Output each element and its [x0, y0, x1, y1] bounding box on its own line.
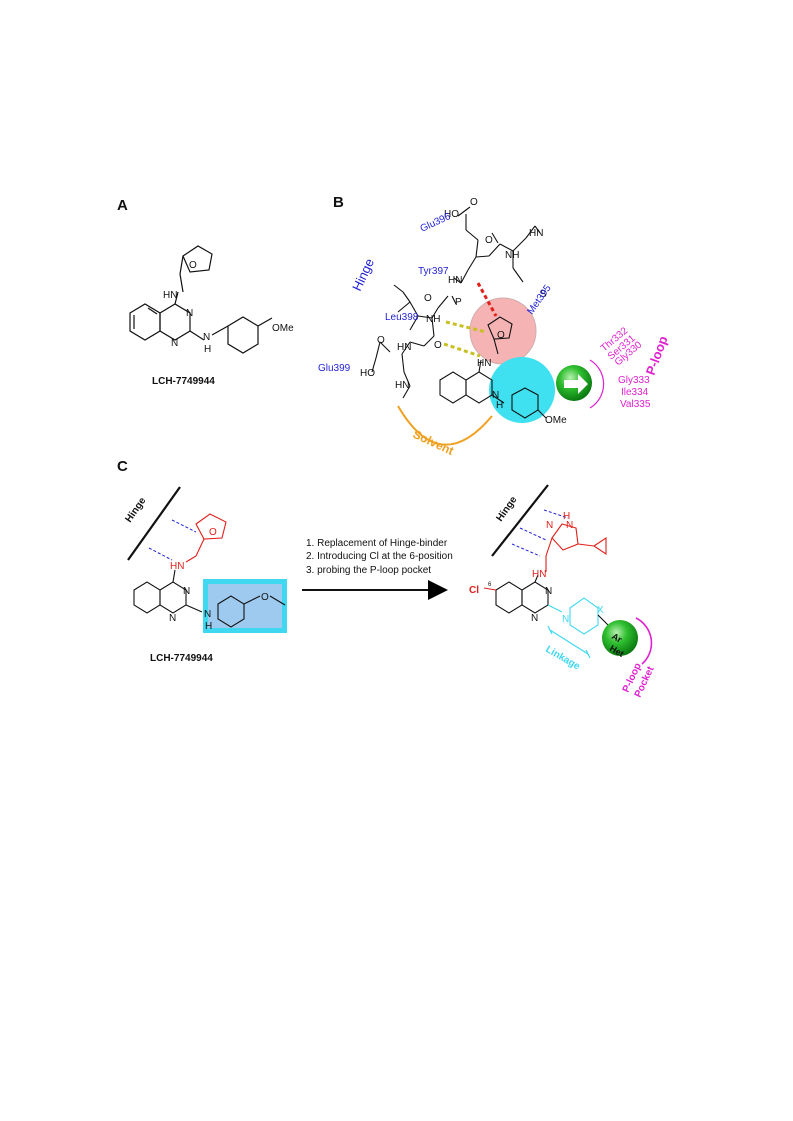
atom-nh-leu: NH: [426, 314, 440, 325]
hbond-right-2: [519, 527, 547, 541]
hbond-left-1: [171, 519, 197, 533]
atom-hn-a: HN: [163, 290, 177, 301]
atom-n3-product: N: [545, 586, 552, 597]
linkage-tick-2: [585, 649, 591, 659]
ploop-pocket-arc: [635, 617, 653, 665]
atom-o-tyr: O: [424, 293, 432, 304]
atom-o-a: O: [189, 260, 197, 271]
panel-b: B Hinge: [318, 194, 671, 458]
atom-n2-pyrazole: N: [566, 520, 573, 531]
ploop-vector-arrow-icon: [564, 374, 588, 394]
linkage-tick-1: [547, 625, 553, 635]
structure-lch-a: [129, 245, 273, 354]
atom-o-leu: O: [434, 340, 442, 351]
step-3: 3. probing the P-loop pocket: [306, 565, 431, 576]
residue-gly333: Gly333: [618, 375, 650, 386]
ar-het-ball: [602, 620, 638, 656]
hbond-left-2: [148, 547, 173, 561]
residue-leu398: Leu398: [385, 312, 419, 323]
panel-c: C Hinge O HN N N N H O LCH-7749944: [117, 458, 657, 699]
atom-s-met: S: [540, 289, 547, 300]
panel-label-c: C: [117, 458, 128, 475]
atom-o-gluco: O: [485, 235, 493, 246]
hinge-backbone: [371, 206, 541, 399]
aniline-box-inner: [208, 584, 282, 628]
hinge-label-right: Hinge: [494, 494, 519, 523]
linkage-label: Linkage: [544, 644, 583, 673]
residue-val335: Val335: [620, 399, 651, 410]
solvent-arc: [397, 405, 493, 446]
hbond-yellow-2: [443, 342, 481, 358]
atom-o-glu396: O: [470, 197, 478, 208]
residue-met395: Met395: [525, 283, 553, 317]
structure-lch-c: [133, 513, 286, 628]
atom-hn-glu399: HN: [397, 342, 411, 353]
hinge-label-b: Hinge: [349, 256, 377, 293]
residue-ile334: Ile334: [621, 387, 649, 398]
hinge-label-left: Hinge: [123, 495, 148, 524]
atom-nh-h-a: H: [204, 344, 211, 355]
hinge-line-left: [127, 486, 181, 561]
step-1: 1. Replacement of Hinge-binder: [306, 538, 448, 549]
atom-ome-b: OMe: [545, 415, 567, 426]
atom-o-c: O: [209, 527, 217, 538]
atom-hn-product: HN: [532, 569, 546, 580]
atom-nh-b: N: [492, 390, 499, 401]
atom-o-ome-c: O: [261, 592, 269, 603]
atom-hn-tyr: HN: [448, 275, 462, 286]
step-2: 2. Introducing Cl at the 6-position: [306, 551, 453, 562]
structure-product-c: [483, 523, 609, 635]
compound-name-c: LCH-7749944: [150, 653, 213, 664]
hinge-line-right: [491, 484, 549, 557]
hbond-right-1: [543, 509, 569, 519]
atom-p-tyr: P: [455, 297, 462, 308]
atom-nh-n-a: N: [203, 332, 210, 343]
atom-n3-a: N: [186, 308, 193, 319]
panel-label-b: B: [333, 194, 344, 211]
atom-cl: Cl: [469, 585, 479, 596]
hbond-red: [476, 282, 498, 317]
structure-lch-b: [439, 316, 547, 419]
atom-o-glu399: O: [377, 335, 385, 346]
atom-n1-product: N: [531, 613, 538, 624]
atom-nh-h-b: H: [496, 400, 503, 411]
atom-ome-a: OMe: [272, 323, 294, 334]
solvent-label: Solvent: [411, 427, 456, 458]
atom-o-b: O: [497, 330, 505, 341]
atom-n1-a: N: [171, 338, 178, 349]
atom-nh-h-c: H: [205, 621, 212, 632]
atom-hn-c: HN: [170, 561, 184, 572]
panel-label-a: A: [117, 197, 128, 214]
linkage-bracket: [549, 629, 589, 655]
atom-n3-c: N: [183, 586, 190, 597]
atom-hn-b: HN: [477, 358, 491, 369]
residue-glu399: Glu399: [318, 363, 351, 374]
residue-tyr397: Tyr397: [418, 266, 449, 277]
hbond-right-3: [511, 543, 541, 557]
panel-a: A O HN N N N H OMe LCH-7749944: [117, 197, 294, 387]
atom-ho-glu396: HO: [444, 209, 459, 220]
atom-position-6: 6: [488, 582, 492, 588]
atom-n-pyrazole: N: [546, 520, 553, 531]
atom-hn-met: HN: [529, 228, 543, 239]
residue-glu396: Glu396: [419, 211, 453, 235]
ploop-arc: [589, 359, 605, 409]
atom-nh-n-c: N: [204, 609, 211, 620]
atom-nh-glu396: NH: [505, 250, 519, 261]
compound-name-a: LCH-7749944: [152, 376, 215, 387]
atom-hn-glu399b: HN: [395, 380, 409, 391]
atom-ho-glu399: HO: [360, 368, 375, 379]
atom-n-piperidine: N: [562, 614, 569, 625]
atom-h-pyrazole: H: [563, 511, 570, 522]
atom-n1-c: N: [169, 613, 176, 624]
atom-x: X: [597, 605, 604, 616]
ploop-label-b: P-loop: [643, 334, 671, 377]
